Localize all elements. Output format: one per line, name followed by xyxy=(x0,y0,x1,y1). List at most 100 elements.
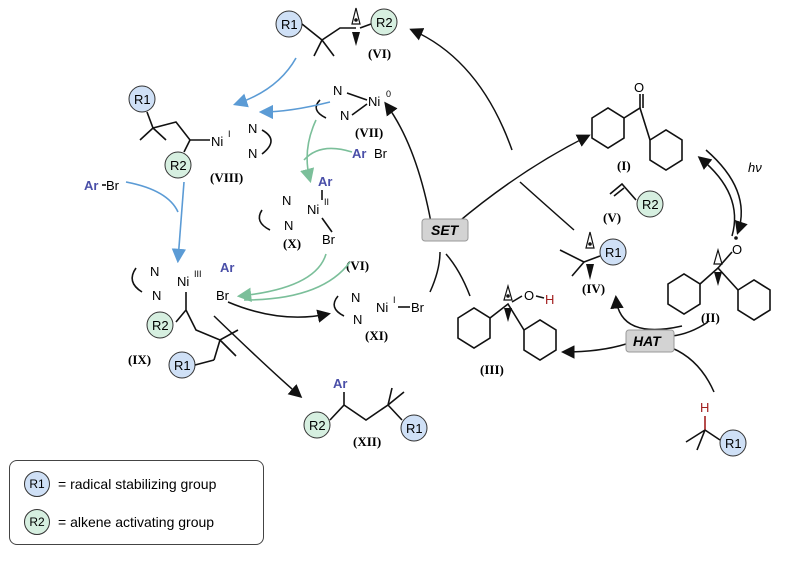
hydrogen-label: H xyxy=(545,292,554,307)
compound-IX-ni3: N N Ni III Ar Br R2 R1 (IX) xyxy=(128,260,239,379)
legend-row-r2: R2 = alkene activating group xyxy=(24,509,214,535)
nickel-label: Ni xyxy=(376,300,388,315)
r2-label: R2 xyxy=(170,158,187,173)
p-orbital-icon xyxy=(713,247,723,265)
r1-group-circle xyxy=(719,429,747,457)
n-label: N xyxy=(152,288,161,303)
br-label: Br xyxy=(411,300,425,315)
n-label: N xyxy=(351,290,360,305)
arrow-ii-to-hat xyxy=(671,321,709,337)
compound-XII-product: Ar R2 R1 (XII) xyxy=(303,376,428,449)
p-orbital-icon xyxy=(503,283,513,301)
r1-group-circle xyxy=(599,238,627,266)
p-orbital-lobe-icon xyxy=(352,32,360,46)
arrow-to-product xyxy=(213,315,303,398)
radical-dot-icon xyxy=(734,236,738,240)
arrow-set-to-benzophenone xyxy=(455,134,591,225)
legend-row-r1: R1 = radical stabilizing group xyxy=(24,471,216,497)
p-orbital-lobe-icon xyxy=(586,264,594,280)
label-X: (X) xyxy=(283,236,301,251)
r1-group-circle xyxy=(128,85,156,113)
light-label: hν xyxy=(748,160,762,175)
radical-dot-icon xyxy=(506,294,510,298)
r1-label: R1 xyxy=(174,358,191,373)
ar-br-reagent-left: Ar Br xyxy=(84,178,120,193)
oxygen-label: O xyxy=(634,80,644,95)
oxygen-label: O xyxy=(524,288,534,303)
r2-group-circle xyxy=(146,311,174,339)
arrow-x-to-ix xyxy=(236,253,327,302)
compound-XI-ni1: N N Ni I Br (XI) xyxy=(333,290,425,343)
nickel-label: Ni xyxy=(307,202,319,217)
r2-group-circle xyxy=(636,190,664,218)
label-VII: (VII) xyxy=(355,125,383,140)
ar-label: Ar xyxy=(84,178,98,193)
label-V: (V) xyxy=(603,210,621,225)
arrow-arbr-green xyxy=(303,147,353,161)
radical-dot-icon xyxy=(354,18,358,22)
compound-VIII: R1 R2 Ni I N N (VIII) xyxy=(128,85,272,185)
n-label: N xyxy=(248,146,257,161)
r2-legend-text: = alkene activating group xyxy=(58,514,215,530)
arrow-xi-to-set xyxy=(429,251,441,293)
n-label: N xyxy=(248,121,257,136)
r2-legend-circle: R2 xyxy=(24,509,50,535)
label-III: (III) xyxy=(480,362,504,377)
r1-label: R1 xyxy=(406,421,423,436)
n-label: N xyxy=(284,218,293,233)
label-XI: (XI) xyxy=(365,328,388,343)
radical-dot-icon xyxy=(588,242,592,246)
r1-label: R1 xyxy=(134,92,151,107)
compound-VII-ni0: N N Ni 0 (VII) xyxy=(315,83,391,140)
set-label: SET xyxy=(431,222,460,238)
arrow-iii-to-set xyxy=(445,253,471,297)
arrow-arbr-feed xyxy=(125,181,179,213)
nickel-label: Ni xyxy=(368,94,380,109)
arrow-vi-to-ix xyxy=(243,261,351,301)
p-orbital-icon xyxy=(585,231,595,249)
compound-I-benzophenone: O (I) xyxy=(591,80,683,173)
arrow-hat-to-iii xyxy=(561,343,627,359)
r2-label: R2 xyxy=(309,418,326,433)
compound-II-ketyl: O (II) xyxy=(667,236,771,325)
arrow-ni0-to-x xyxy=(300,119,317,184)
oxidation-state: 0 xyxy=(386,89,391,99)
ar-br-reagent-right: Ar Br xyxy=(352,146,388,161)
r2-group-circle xyxy=(370,8,398,36)
hat-label: HAT xyxy=(633,333,662,349)
arrow-radical-capture xyxy=(232,57,297,108)
legend-box: R1 = radical stabilizing group R2 = alke… xyxy=(9,460,264,545)
r2-legend-label: R2 xyxy=(29,515,45,529)
p-orbital-lobe-icon xyxy=(504,308,512,322)
r2-label: R2 xyxy=(152,318,169,333)
r1-group-circle xyxy=(400,414,428,442)
r2-group-circle xyxy=(164,151,192,179)
oxidation-state: II xyxy=(324,197,329,207)
arrow-oxidative-addition xyxy=(171,181,187,264)
arrow-relaxation xyxy=(697,156,736,237)
br-label: Br xyxy=(106,178,120,193)
label-I: (I) xyxy=(617,158,631,173)
label-VIII: (VIII) xyxy=(210,170,243,185)
substrate-alkane: H R1 xyxy=(685,400,747,457)
label-IX: (IX) xyxy=(128,352,151,367)
arrow-substrate-to-hat xyxy=(671,347,715,393)
ar-label: Ar xyxy=(318,174,332,189)
r1-legend-label: R1 xyxy=(29,477,45,491)
arrow-photoexcitation xyxy=(705,149,748,235)
br-label: Br xyxy=(322,232,336,247)
n-label: N xyxy=(353,312,362,327)
r2-label: R2 xyxy=(642,197,659,212)
arrow-radical-addition xyxy=(409,28,513,151)
n-label: N xyxy=(282,193,291,208)
r1-legend-circle: R1 xyxy=(24,471,50,497)
label-IV: (IV) xyxy=(582,281,605,296)
nickel-label: Ni xyxy=(211,134,223,149)
br-label: Br xyxy=(374,146,388,161)
br-label: Br xyxy=(216,288,230,303)
compound-X-ni2: Ar N N Ni II Br (X) xyxy=(258,174,336,251)
oxidation-state: I xyxy=(393,295,396,305)
r2-label: R2 xyxy=(376,15,393,30)
compound-VI-radical: R1 R2 (VI) xyxy=(275,7,398,61)
r1-label: R1 xyxy=(725,436,742,451)
